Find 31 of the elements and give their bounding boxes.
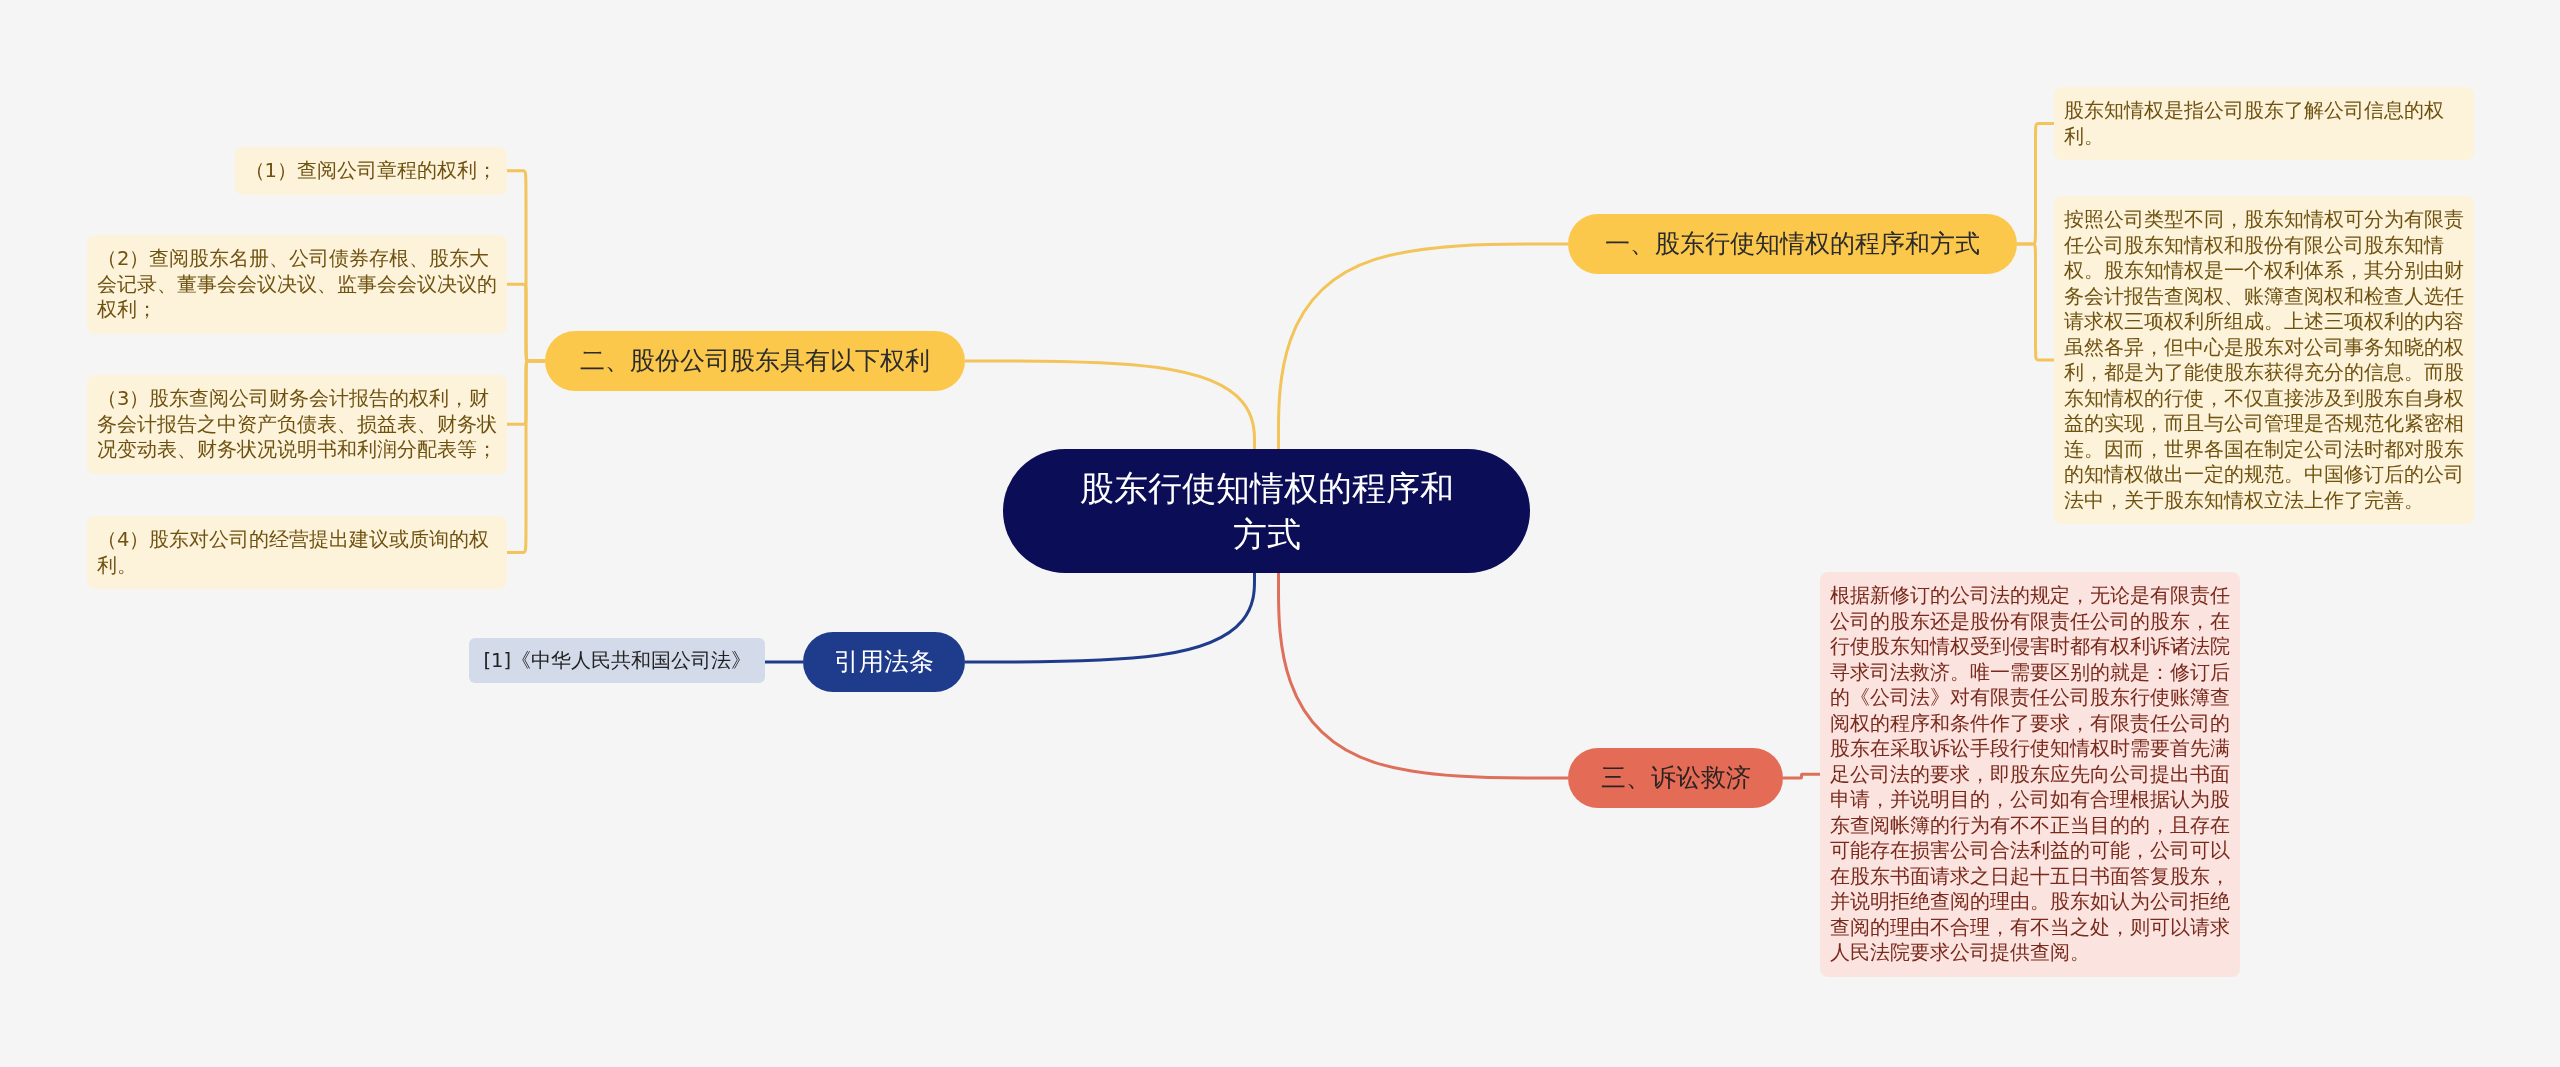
branch-topic <box>1568 748 1783 808</box>
branch-topic-text: 引用法条 <box>834 646 934 678</box>
note-text: （1）查阅公司章程的权利； <box>244 158 497 184</box>
connector-line <box>1277 242 1568 449</box>
branch-topic-text: 三、诉讼救济 <box>1600 762 1751 794</box>
connector-line <box>965 359 1256 449</box>
note-card <box>2054 87 2474 160</box>
branch-topic <box>803 632 965 692</box>
reference-text: [1]《中华人民共和国公司法》 <box>483 647 751 674</box>
branch-topic-text: 一、股东行使知情权的程序和方式 <box>1605 228 1980 260</box>
branch-topic-text: 二、股份公司股东具有以下权利 <box>580 345 930 377</box>
connector-line <box>507 359 545 554</box>
connector-line <box>1277 573 1568 780</box>
note-card <box>87 375 507 474</box>
connector-line <box>2017 242 2054 362</box>
branch-topic <box>1568 214 2017 274</box>
note-text: 根据新修订的公司法的规定，无论是有限责任公司的股东还是股份有限责任公司的股东，在行使股东知情权受到侵害时都有权利诉诸法院寻求司法救济。唯一需要区别的就是：修订后的《公司法》对有限责任公司股东行使账簿查阅权的程序和条件作了要求，有限责任公司的股东在采取诉讼手段行使知情权时需要首先满足公司法的要求，即股东应先向公司提出书面申请，并说明目的，公司如有合理根据认为股东查阅帐簿的行为有不不正当目的的，且存在可能存在损害公司合法利益的可能，公司可以在股东书面请求之日起十五日书面答复股东，并说明拒绝查阅的理由。股东如认为公司拒绝查阅的理由不合理，有不当之处，则可以请求人民法院要求公司提供查阅。 <box>1830 583 2230 966</box>
reference-card <box>469 638 765 683</box>
note-card <box>87 516 507 589</box>
branch-topic <box>545 331 965 391</box>
note-card <box>87 235 507 334</box>
note-text: （4）股东对公司的经营提出建议或质询的权利。 <box>97 527 491 578</box>
note-text: （2）查阅股东名册、公司债券存根、股东大会记录、董事会会议决议、监事会会议决议的权利； <box>97 246 497 323</box>
connector-line <box>1783 772 1820 780</box>
note-text: （3）股东查阅公司财务会计报告的权利，财务会计报告之中资产负债表、损益表、财务状况变动表、财务状况说明书和利润分配表等； <box>97 386 497 463</box>
note-text: 按照公司类型不同，股东知情权可分为有限责任公司股东知情权和股份有限公司股东知情权。股东知情权是一个权利体系，其分别由财务会计报告查阅权、账簿查阅权和检查人选任请求权三项权利所组成。上述三项权利的内容虽然各异，但中心是股东对公司事务知晓的权利，都是为了能使股东获得充分的信息。而股东知情权的行使，不仅直接涉及到股东自身权益的实现，而且与公司管理是否规范化紧密相连。因而，世界各国在制定公司法时都对股东的知情权做出一定的规范。中国修订后的公司法中，关于股东知情权立法上作了完善。 <box>2064 207 2464 513</box>
note-text: 股东知情权是指公司股东了解公司信息的权利。 <box>2064 98 2445 149</box>
note-card <box>234 147 507 195</box>
connector-line <box>965 573 1256 664</box>
connector-line <box>765 660 803 664</box>
central-topic-text: 股东行使知情权的程序和方式 <box>1078 467 1455 556</box>
